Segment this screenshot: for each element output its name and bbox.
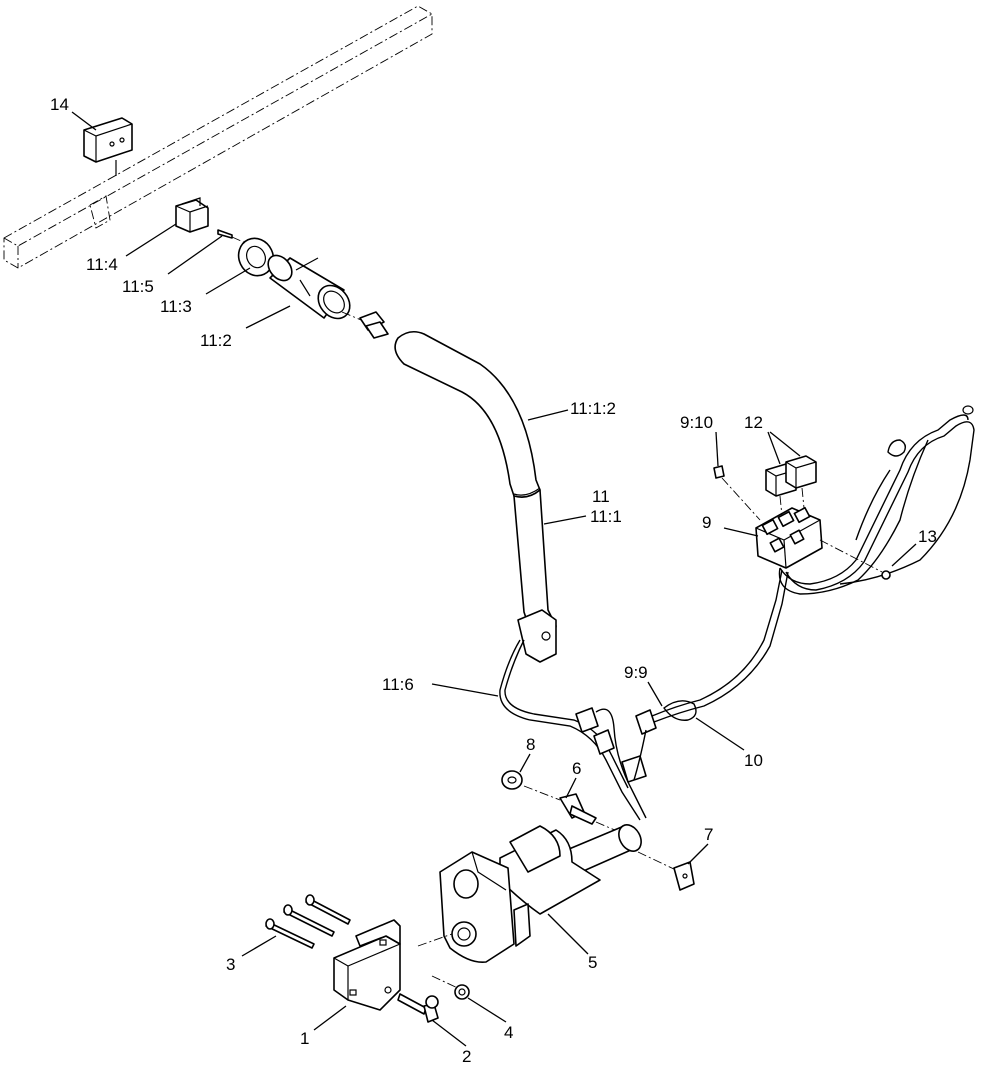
callout-11-2: 11:2 (200, 331, 232, 350)
callout-9-9: 9:9 (624, 663, 648, 682)
callout-5: 5 (588, 953, 597, 972)
switch-11-4 (175, 197, 209, 233)
callout-9-10: 9:10 (680, 413, 713, 432)
fuse-block-9 (755, 506, 823, 569)
callout-3: 3 (226, 955, 235, 974)
callout-10: 10 (744, 751, 763, 770)
callout-11-6: 11:6 (382, 675, 414, 694)
connector-pins (359, 311, 389, 339)
callout-13: 13 (918, 527, 937, 546)
leader-lines (71, 111, 917, 1047)
screw-13 (819, 539, 891, 580)
bezel-11-3 (237, 237, 275, 277)
callout-14: 14 (50, 95, 69, 114)
frame-rail (3, 5, 433, 269)
callout-4: 4 (504, 1023, 513, 1042)
bolt-2 (397, 993, 439, 1023)
callout-11-1-2: 11:1:2 (570, 399, 616, 418)
spacer-8 (501, 770, 523, 790)
bracket-14 (83, 117, 133, 176)
screw-11-5 (217, 229, 249, 245)
fuse-9-10 (713, 465, 761, 521)
callout-6: 6 (572, 759, 581, 778)
callout-11-4: 11:4 (86, 255, 118, 274)
bracket-1 (333, 919, 401, 1011)
bolts-3 (265, 894, 351, 949)
callout-11: 11 (592, 487, 610, 506)
callout-12: 12 (744, 413, 763, 432)
harness-10 (575, 405, 975, 819)
callout-8: 8 (526, 735, 535, 754)
callout-11-1: 11:1 (590, 507, 622, 526)
callout-11-5: 11:5 (122, 277, 154, 296)
grip-11-2 (267, 254, 351, 320)
clip-7 (673, 861, 695, 891)
actuator-5 (439, 824, 642, 964)
pin-6 (559, 793, 597, 825)
callout-9: 9 (702, 513, 711, 532)
callout-labels: 14 11:4 11:5 11:3 11:2 11:1:2 11 11:1 9:… (50, 95, 937, 1066)
callout-1: 1 (300, 1029, 309, 1048)
callout-11-3: 11:3 (160, 297, 192, 316)
handle-tube-11-1 (394, 330, 557, 663)
nut-4 (454, 984, 470, 1000)
relays-12 (765, 455, 817, 517)
callout-2: 2 (462, 1047, 471, 1066)
callout-7: 7 (704, 825, 713, 844)
